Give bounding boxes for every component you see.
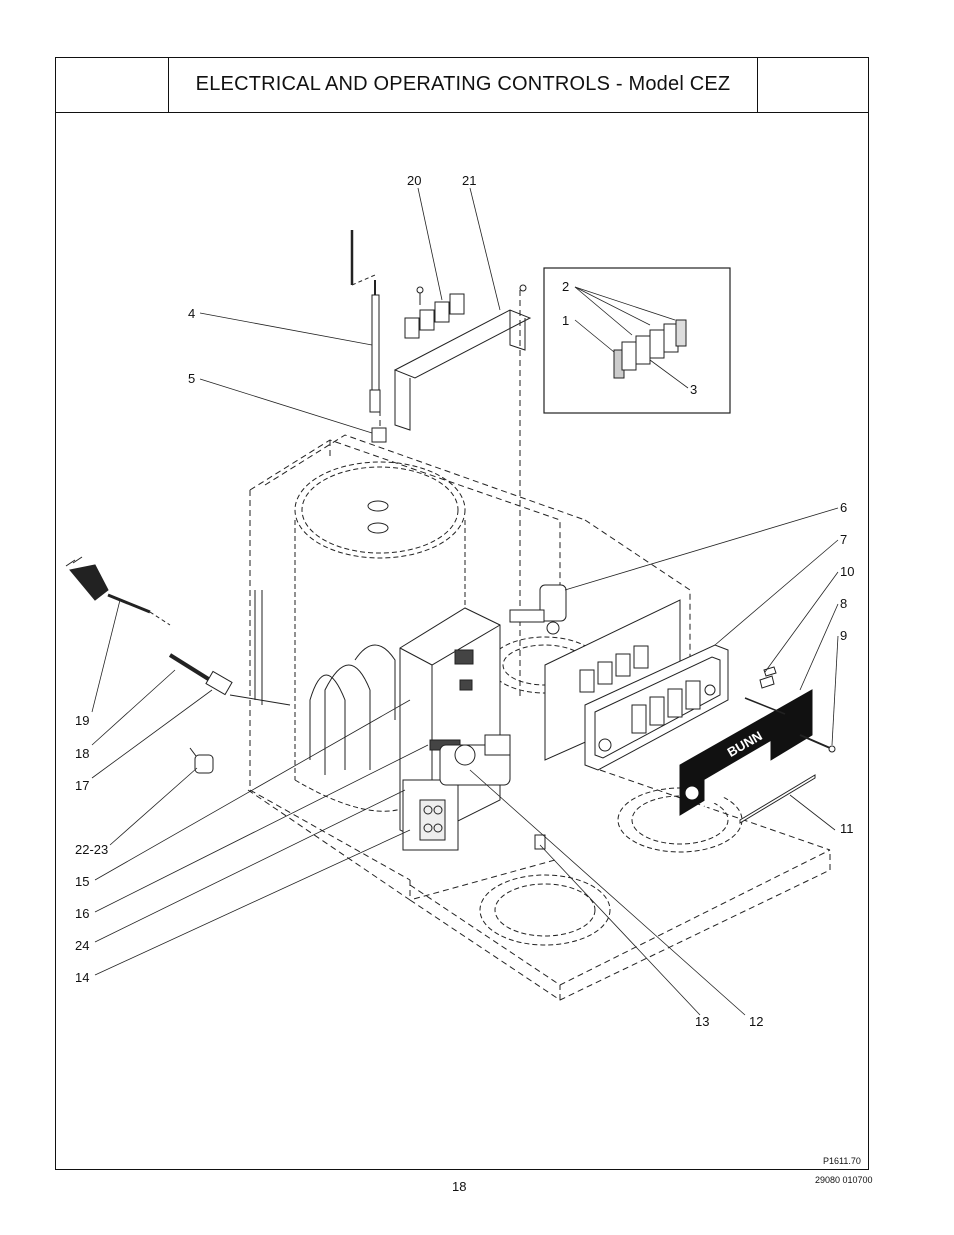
callout-2: 2 <box>562 279 570 294</box>
tank-top <box>294 461 466 559</box>
power-cord <box>65 556 291 706</box>
switch-plate-screws <box>759 666 777 689</box>
page-number: 18 <box>452 1179 467 1194</box>
callout-13: 13 <box>695 1014 710 1029</box>
callout-5: 5 <box>188 371 196 386</box>
document-number: 29080 010700 <box>815 1175 873 1185</box>
tank-fitting-upper <box>367 500 389 512</box>
thermostat-probe <box>350 230 381 413</box>
switch-gasket <box>584 644 729 771</box>
control-board <box>399 607 501 851</box>
callout-16: 16 <box>75 906 90 921</box>
callout-19: 19 <box>75 713 90 728</box>
decal-screw <box>799 734 836 753</box>
callout-18: 18 <box>75 746 90 761</box>
callout-3: 3 <box>690 382 698 397</box>
title-block: ELECTRICAL AND OPERATING CONTROLS - Mode… <box>55 57 869 113</box>
terminal-block-bracket <box>393 284 532 431</box>
callout-24: 24 <box>75 938 90 953</box>
callout-15: 15 <box>75 874 90 889</box>
callout-17: 17 <box>75 778 90 793</box>
leader-lines <box>91 187 839 1016</box>
inset-switches <box>613 319 687 379</box>
callout-20: 20 <box>407 173 422 188</box>
inlet-valve <box>439 734 511 786</box>
tank-fitting-lower <box>367 522 389 534</box>
callout-6: 6 <box>840 500 848 515</box>
callout-11: 11 <box>840 821 854 836</box>
callout-4: 4 <box>188 306 196 321</box>
decal-trim-rod <box>744 697 786 715</box>
switch-detail-inset <box>543 267 731 414</box>
label-strip <box>739 774 816 824</box>
dispense-valve <box>509 584 567 635</box>
page-frame <box>55 57 869 1170</box>
callout-1: 1 <box>562 313 570 328</box>
title-block-right-cell <box>757 57 869 112</box>
callout-10: 10 <box>840 564 855 579</box>
heating-element-loops <box>309 644 396 775</box>
callout-9: 9 <box>840 628 848 643</box>
front-decal <box>679 689 813 816</box>
callout-22-23: 22-23 <box>75 842 109 857</box>
callout-8: 8 <box>840 596 848 611</box>
callout-21: 21 <box>462 173 477 188</box>
terminal-stud <box>189 747 214 774</box>
base-plate <box>409 769 831 1001</box>
callout-14: 14 <box>75 970 90 985</box>
probe-grommet <box>371 427 387 443</box>
fitting <box>534 834 546 850</box>
callout-7: 7 <box>840 532 848 547</box>
title-block-left-cell <box>55 57 169 112</box>
callout-12: 12 <box>749 1014 764 1029</box>
figure-number: P1611.70 <box>823 1156 861 1166</box>
page-title: ELECTRICAL AND OPERATING CONTROLS - Mode… <box>195 73 731 95</box>
switch-bracket <box>544 599 681 761</box>
